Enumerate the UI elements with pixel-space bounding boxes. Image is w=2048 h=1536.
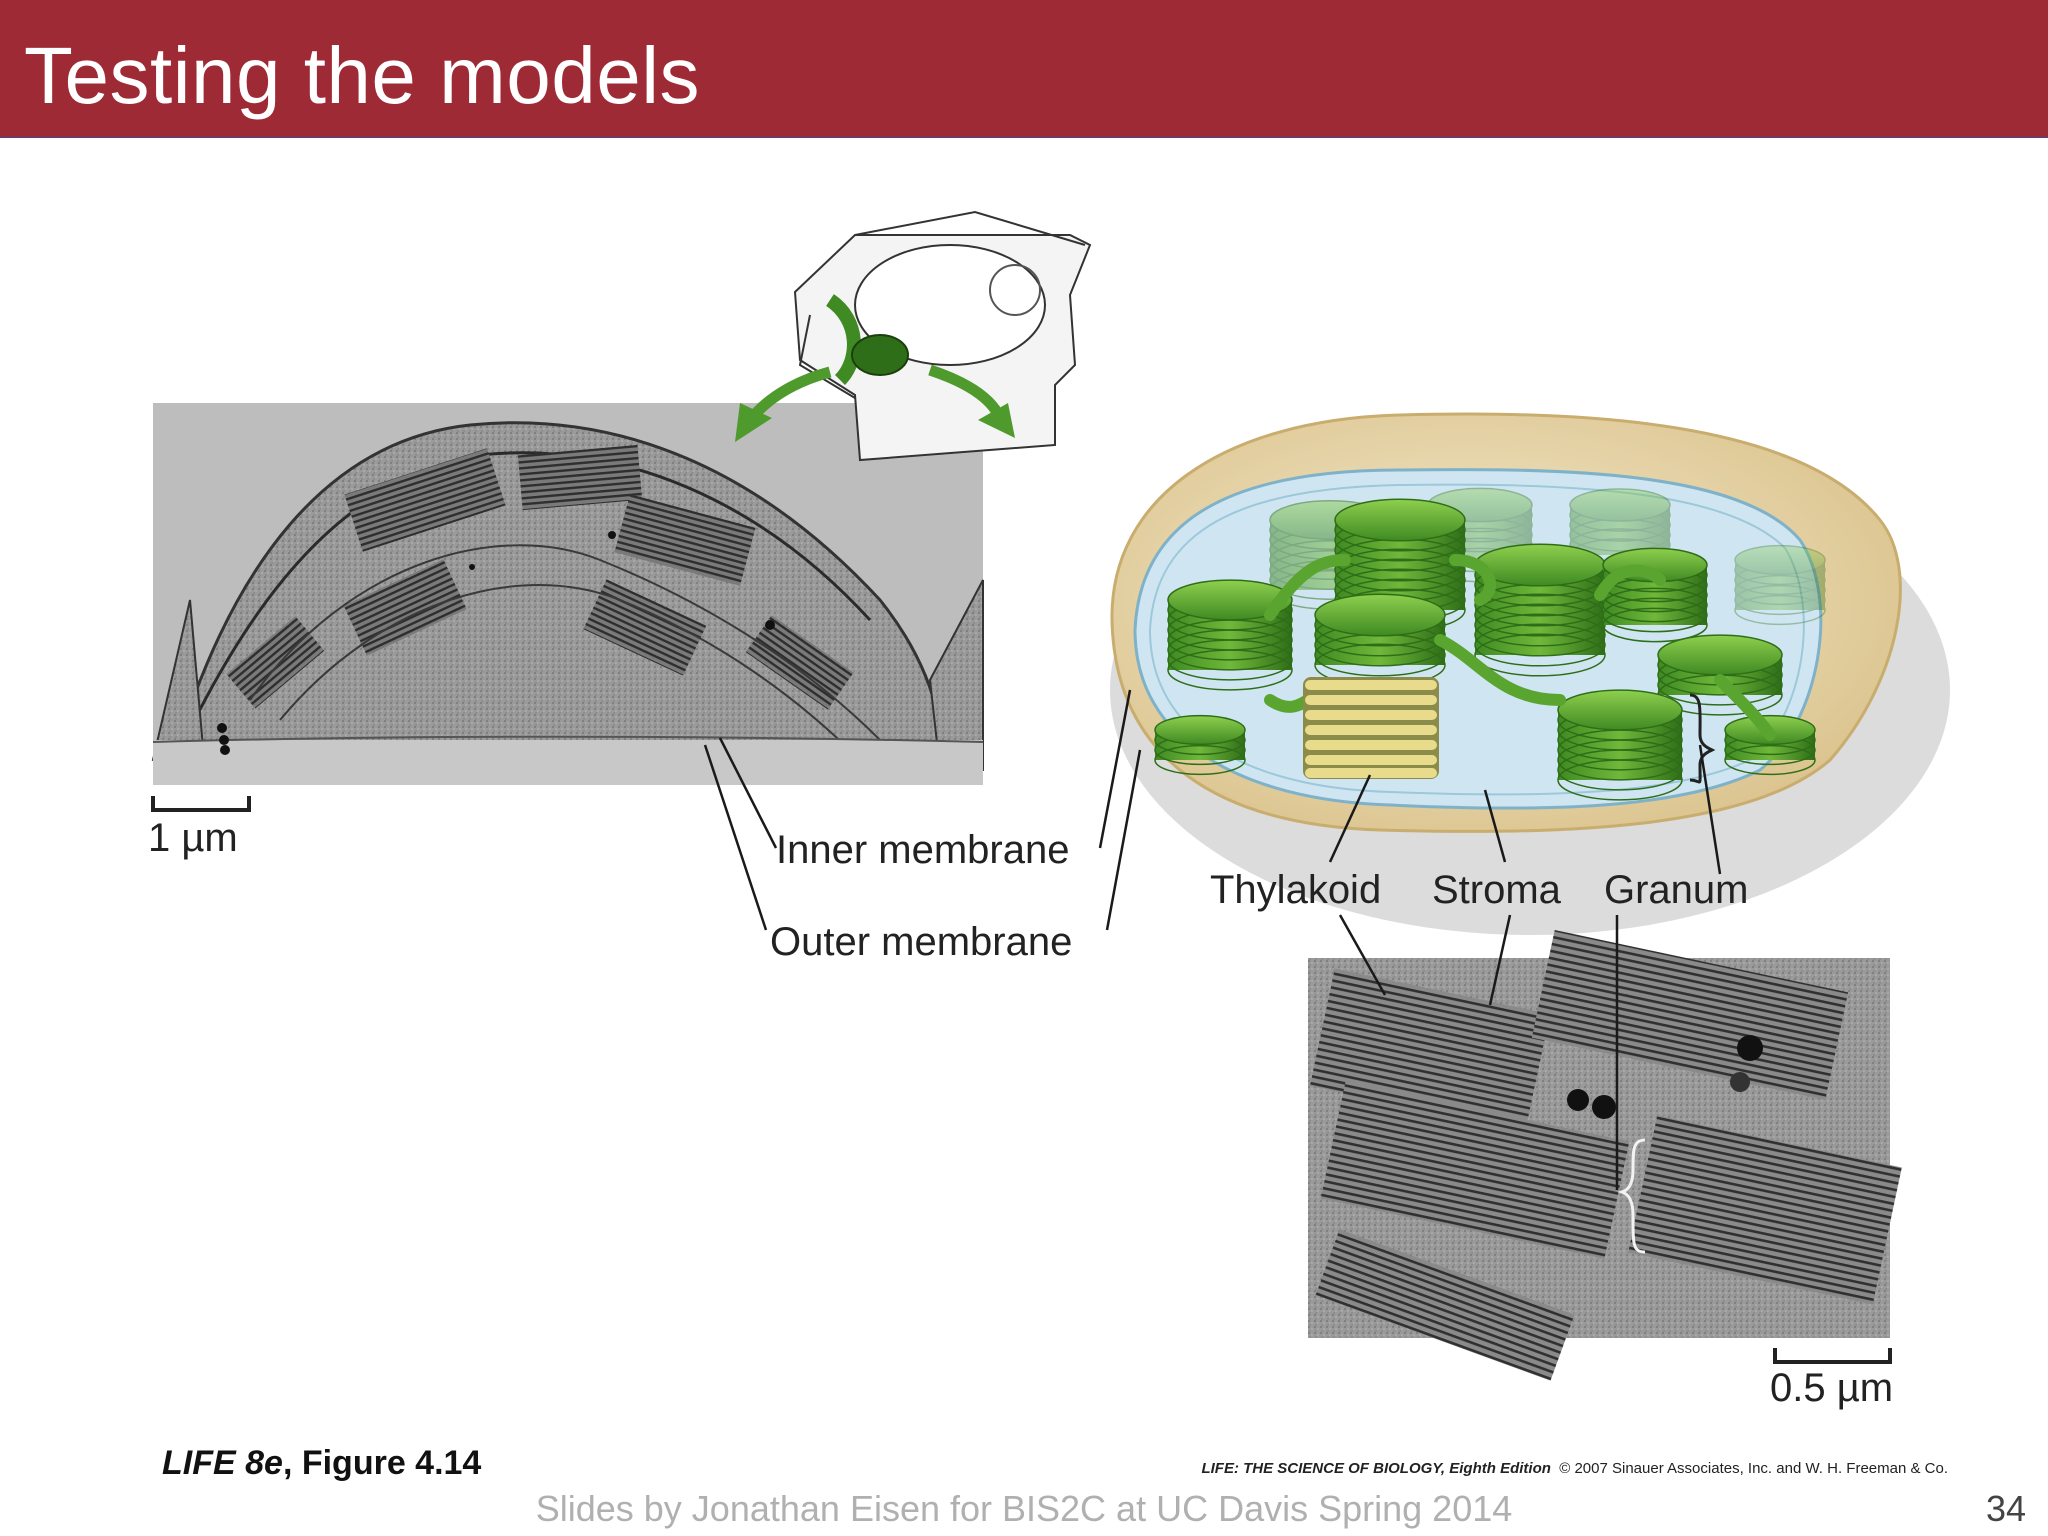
label-outer-membrane: Outer membrane — [770, 920, 1073, 964]
credit-rest: © 2007 Sinauer Associates, Inc. and W. H… — [1559, 1460, 1948, 1477]
micrograph-right — [1308, 930, 1902, 1381]
label-granum: Granum — [1604, 868, 1749, 912]
label-thylakoid: Thylakoid — [1210, 868, 1382, 912]
credit-book: LIFE: THE SCIENCE OF BIOLOGY, Eighth Edi… — [1201, 1460, 1551, 1477]
figure-number: , Figure 4.14 — [282, 1444, 482, 1482]
label-inner-membrane: Inner membrane — [776, 828, 1070, 872]
scale-bar-right — [1773, 1348, 1892, 1364]
stroma-lamella — [1449, 554, 1497, 606]
granum-stack — [1569, 488, 1671, 572]
title-bar: Testing the models — [0, 0, 2048, 138]
granum-brace — [1689, 693, 1716, 784]
scale-bar-left — [151, 796, 251, 812]
granum-stack — [1154, 714, 1246, 776]
stroma-lamella — [1714, 674, 1776, 741]
stroma-lamella — [1594, 564, 1666, 601]
thylakoid-highlight — [1303, 677, 1439, 779]
figure-credit: LIFE: THE SCIENCE OF BIOLOGY, Eighth Edi… — [1201, 1460, 1948, 1477]
grana-stacks — [1154, 487, 1826, 801]
plant-cell-icon — [793, 210, 1092, 462]
stroma-lamella — [1264, 554, 1351, 621]
granum-stack — [1314, 593, 1446, 687]
stroma-lamella — [1434, 634, 1566, 706]
figure-reference: LIFE 8e, Figure 4.14 — [162, 1444, 481, 1483]
scale-label-left: 1 µm — [148, 816, 238, 860]
slide-title: Testing the models — [24, 31, 701, 120]
chloroplast-illustration — [1110, 412, 1950, 935]
micrograph-left — [151, 403, 984, 785]
slide-footer: Slides by Jonathan Eisen for BIS2C at UC… — [535, 1488, 1513, 1529]
leader-lines — [703, 689, 1722, 1190]
page-number: 34 — [1985, 1488, 2026, 1529]
granum-stack — [1734, 544, 1826, 626]
scale-label-right: 0.5 µm — [1770, 1366, 1894, 1410]
figure-book: LIFE 8e — [162, 1444, 283, 1482]
label-stroma: Stroma — [1432, 868, 1561, 912]
granum-stack — [1557, 689, 1683, 801]
